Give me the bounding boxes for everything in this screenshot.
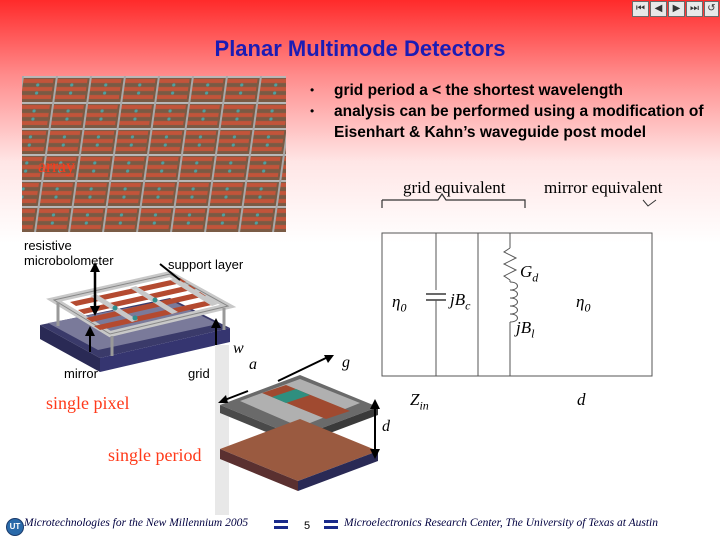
jBc-symbol: jB — [450, 290, 466, 309]
eta0-left-label: η0 — [392, 292, 406, 315]
jBl-label: jBl — [516, 318, 534, 341]
eta-subscript: 0 — [584, 300, 591, 315]
Gd-subscript: d — [532, 270, 539, 285]
eta-symbol: η — [576, 292, 585, 311]
single-pixel-image — [20, 240, 300, 430]
bullet-text: grid period a < the shortest wavelength — [334, 82, 623, 99]
Gd-symbol: G — [520, 262, 533, 281]
bullet-list: •grid period a < the shortest wavelength… — [310, 80, 710, 143]
jBc-subscript: c — [465, 298, 471, 313]
nav-first-icon[interactable]: ⏮ — [632, 1, 649, 17]
d-circuit-label: d — [577, 390, 586, 409]
nav-return-icon[interactable]: ↺ — [704, 1, 719, 17]
bullet-text: analysis can be performed using a modifi… — [334, 103, 704, 141]
a-label: a — [249, 356, 257, 373]
array-label: array — [38, 156, 75, 176]
resistive-microbolometer-label: resistive microbolometer — [24, 238, 114, 268]
jBc-label: jBc — [450, 290, 470, 313]
eta-subscript: 0 — [400, 300, 407, 315]
nav-prev-icon[interactable]: ◀ — [650, 1, 667, 17]
page-title: Planar Multimode Detectors — [214, 36, 506, 61]
Zin-symbol: Z — [410, 390, 420, 409]
bullet-item: •grid period a < the shortest wavelength — [310, 82, 623, 99]
mirror-label: mirror — [64, 366, 98, 381]
eta0-right-label: η0 — [576, 292, 590, 315]
ut-logo-icon: UT — [6, 518, 24, 536]
eta-symbol: η — [392, 292, 401, 311]
jBl-subscript: l — [531, 326, 535, 341]
grid-equivalent-label: grid equivalent — [403, 178, 506, 197]
single-period-label: single period — [108, 445, 202, 465]
Gd-label: Gd — [520, 262, 538, 285]
page-number: 5 — [304, 520, 311, 532]
nav-next-icon[interactable]: ▶ — [668, 1, 685, 17]
single-period-image — [200, 345, 410, 515]
array-image — [22, 76, 286, 232]
bullet-item: •analysis can be performed using a modif… — [310, 103, 704, 141]
support-layer-label: support layer — [168, 257, 244, 272]
nav-last-icon[interactable]: ⏭ — [686, 1, 703, 17]
mirror-equivalent-label: mirror equivalent — [544, 178, 663, 197]
circuit-diagram — [360, 190, 660, 390]
Zin-subscript: in — [419, 398, 429, 413]
single-pixel-label: single pixel — [46, 393, 130, 413]
grid-label: grid — [188, 366, 210, 381]
footer-right-text: Microelectronics Research Center, The Un… — [344, 517, 658, 529]
w-label: w — [233, 340, 244, 357]
d-model-label: d — [382, 418, 390, 435]
Zin-label: Zin — [410, 390, 429, 413]
g-label: g — [342, 354, 350, 371]
jBl-symbol: jB — [516, 318, 532, 337]
footer-left-text: Microtechnologies for the New Millennium… — [24, 517, 249, 529]
footer-separator-right — [324, 520, 338, 523]
footer-separator-left — [274, 520, 288, 523]
